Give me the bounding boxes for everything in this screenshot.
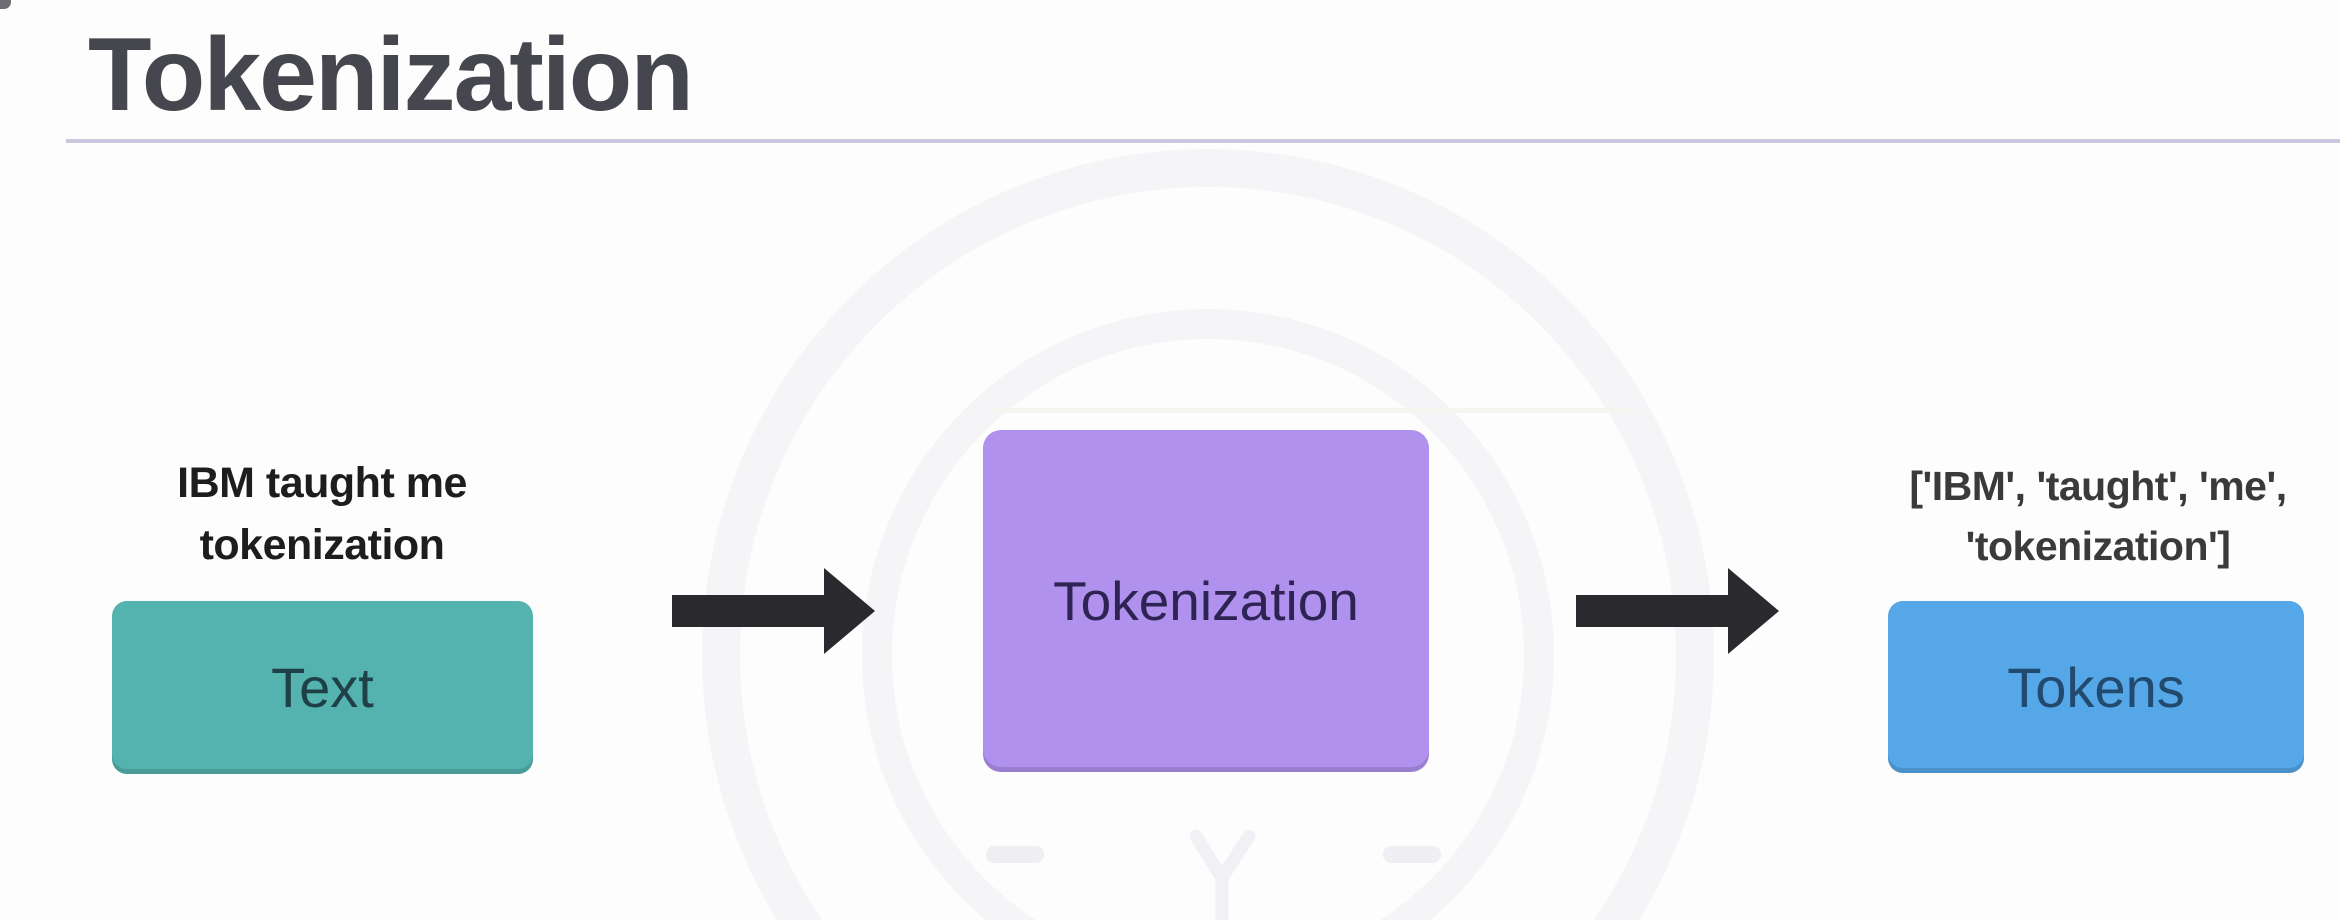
input-annotation-line1: IBM taught me: [177, 459, 467, 507]
page-title: Tokenization: [88, 17, 694, 133]
arrow-right-icon: [1576, 568, 1779, 654]
output-annotation-line2: 'tokenization']: [1965, 523, 2231, 569]
output-annotation-line1: ['IBM', 'taught', 'me',: [1909, 463, 2287, 509]
output-node: Tokens: [1888, 601, 2304, 773]
input-node: Text: [112, 601, 533, 774]
process-node-label: Tokenization: [1053, 570, 1359, 632]
input-annotation-line2: tokenization: [199, 521, 445, 569]
corner-artifact: [0, 0, 11, 9]
output-annotation: ['IBM', 'taught', 'me', 'tokenization']: [1856, 456, 2340, 576]
process-node: Tokenization: [983, 430, 1429, 772]
title-underline: [66, 139, 2340, 143]
output-node-label: Tokens: [2007, 655, 2185, 719]
input-annotation: IBM taught me tokenization: [82, 452, 562, 576]
input-node-label: Text: [271, 656, 374, 719]
arrow-right-icon: [672, 568, 875, 654]
